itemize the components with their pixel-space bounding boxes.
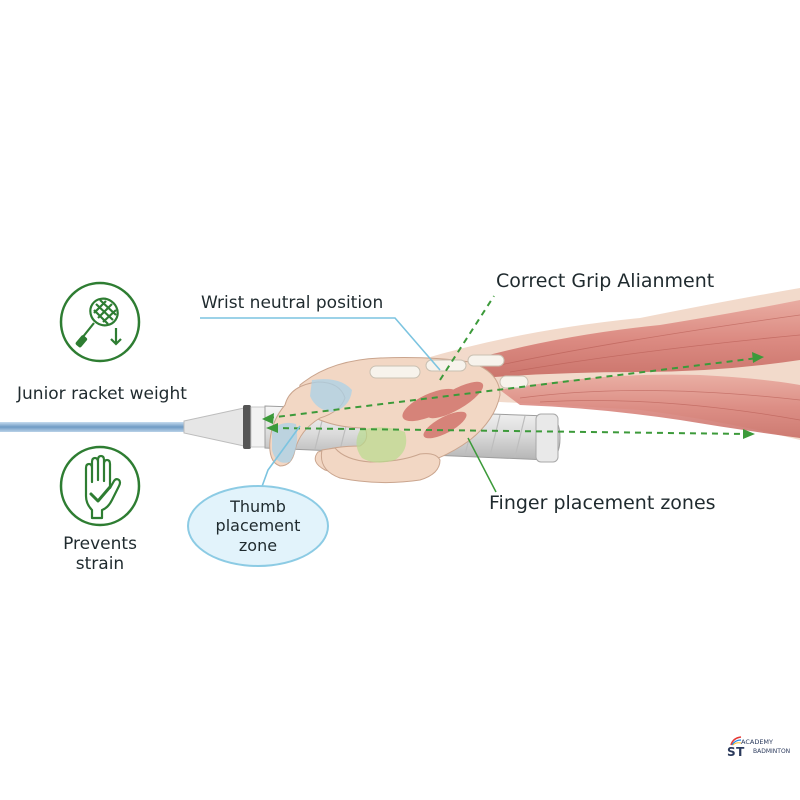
logo-swirl-icon	[730, 736, 742, 746]
academy-logo: ACADEMY ST BADMINTON	[727, 736, 791, 778]
wrist-label: Wrist neutral position	[201, 293, 384, 313]
racket-throat	[183, 407, 245, 447]
finger-leader	[467, 437, 497, 493]
muscle-fibers	[499, 314, 800, 421]
title-label: Correct Grip Alianment	[496, 270, 715, 292]
prevents-label: Prevents strain	[63, 534, 137, 575]
grip-end-cap	[535, 413, 559, 463]
alignment-arrowheads	[262, 352, 764, 439]
thumb-leader	[259, 425, 301, 493]
logo-academy-text: ACADEMY	[741, 738, 774, 746]
thumb-zone-highlight	[272, 379, 352, 463]
fingers	[320, 447, 441, 484]
racket-collar	[243, 405, 251, 449]
forearm-muscle-upper	[470, 300, 800, 378]
racket-collar-light	[250, 406, 266, 448]
finger-label: Finger placement zones	[489, 492, 716, 514]
thumb-label: Thumb placement zone	[215, 497, 301, 555]
logo-badminton-text: BADMINTON	[753, 748, 791, 755]
wrist-leader	[200, 317, 441, 371]
finger-zone-highlight	[356, 427, 407, 463]
hand-checkmark-icon	[59, 445, 141, 527]
alignment-lines	[267, 295, 759, 435]
junior-label: Junior racket weight	[17, 384, 187, 404]
logo-st-text: ST	[727, 745, 745, 759]
thumb-bubble: Thumb placement zone	[187, 485, 329, 567]
forearm-muscle-lower	[500, 374, 800, 438]
racket-weight-down-icon	[59, 281, 141, 363]
racket-shaft	[0, 422, 190, 432]
